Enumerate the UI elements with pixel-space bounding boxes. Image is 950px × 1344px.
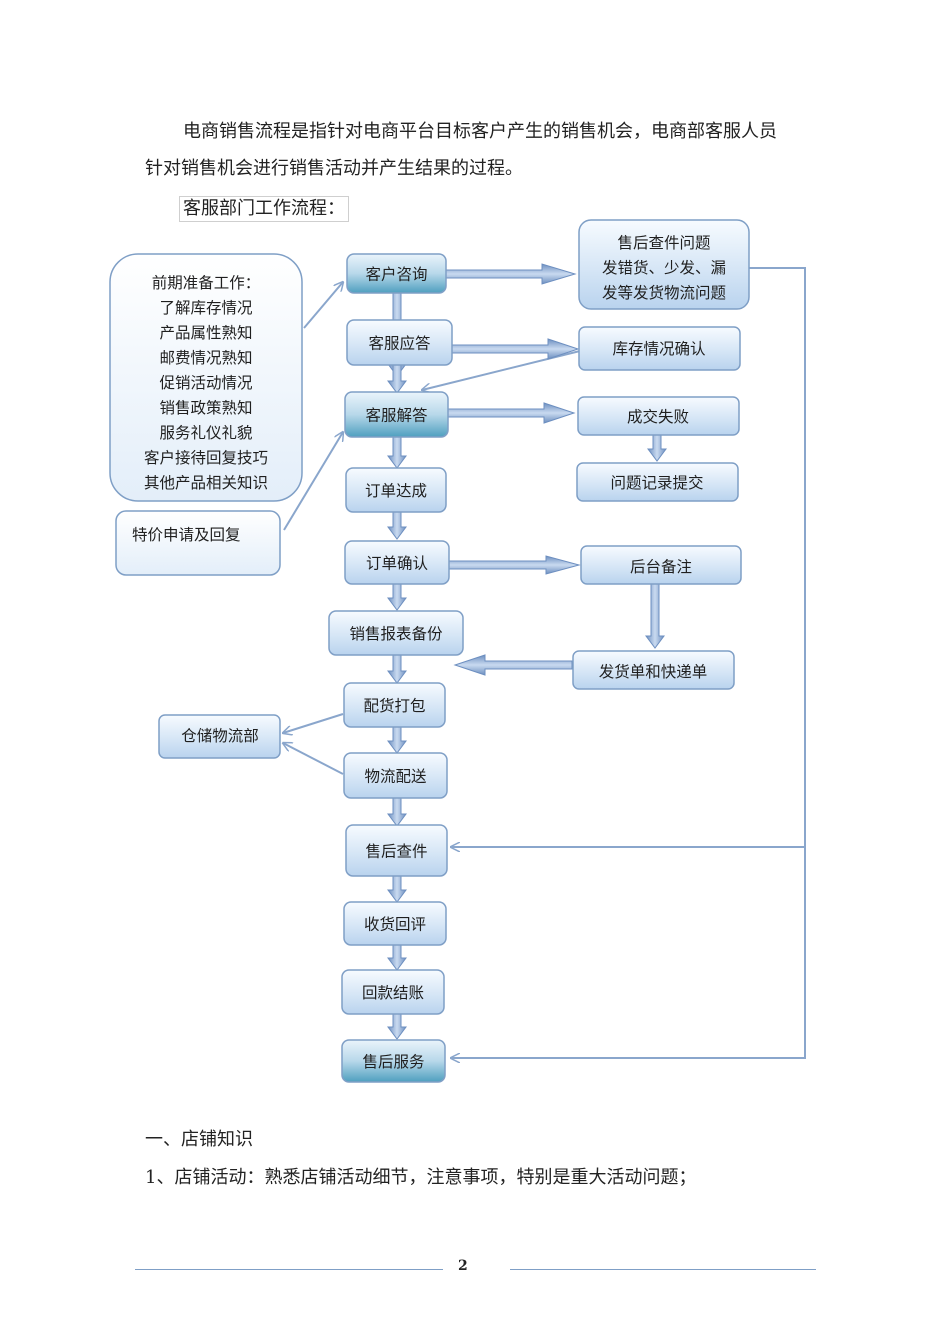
main-step-box: 物流配送 [343,752,448,799]
backend-note-label: 后台备注 [630,558,692,576]
thin-arrows [283,282,581,775]
main-step-label: 回款结账 [362,984,424,1002]
deal-failed-label: 成交失败 [627,408,689,426]
horizontal-arrows [445,263,581,676]
main-step-box: 售后服务 [341,1039,446,1083]
intro-line-1: 电商销售流程是指针对电商平台目标客户产生的销售机会，电商部客服人员 [183,121,777,142]
special-price-label: 特价申请及回复 [132,526,241,544]
prep-item: 促销活动情况 [159,374,252,392]
issue-record-box: 问题记录提交 [576,462,739,502]
main-step-box: 订单确认 [344,540,450,585]
special-price-box: 特价申请及回复 [115,510,281,576]
prep-item: 销售政策熟知 [159,399,252,417]
prep-item: 了解库存情况 [159,299,252,317]
intro-line-2: 针对销售机会进行销售活动并产生结果的过程。 [145,158,523,179]
prep-title: 前期准备工作： [152,274,261,292]
section-item-1: 1、店铺活动：熟悉店铺活动细节，注意事项，特别是重大活动问题； [145,1167,697,1188]
aftersale-issue-line: 发等发货物流问题 [602,284,726,302]
main-step-box: 收货回评 [343,901,447,946]
main-step-label: 收货回评 [364,916,426,934]
aftersale-issue-line: 售后查件问题 [617,234,710,252]
shipping-docs-box: 发货单和快递单 [572,650,735,690]
warehouse-box: 仓储物流部 [158,714,281,759]
stock-check-label: 库存情况确认 [612,340,705,358]
main-step-box: 配货打包 [343,682,446,728]
main-step-label: 订单达成 [365,482,427,500]
main-step-box: 订单达成 [345,467,447,513]
main-step-box: 售后查件 [345,824,448,877]
main-step-label: 销售报表备份 [349,625,443,643]
main-step-box: 销售报表备份 [328,610,464,656]
section-heading: 一、店铺知识 [145,1129,253,1150]
main-step-label: 客服应答 [368,334,431,353]
prep-work-box: 前期准备工作： 了解库存情况产品属性熟知邮费情况熟知促销活动情况销售政策熟知服务礼… [109,253,303,502]
flow-title: 客服部门工作流程： [179,196,349,222]
main-step-label: 客户咨询 [365,266,427,284]
prep-item: 产品属性熟知 [159,324,252,342]
workflow-diagram: 前期准备工作： 了解库存情况产品属性熟知邮费情况熟知促销活动情况销售政策熟知服务礼… [109,219,806,1083]
aftersale-issue-line: 发错货、少发、漏 [602,259,726,277]
feedback-connector [451,267,806,1058]
main-step-label: 售后服务 [362,1053,424,1071]
issue-record-label: 问题记录提交 [610,474,703,492]
main-step-box: 客服解答 [344,391,449,438]
footer-line-right [510,1269,816,1270]
prep-item: 服务礼仪礼貌 [159,424,252,442]
warehouse-label: 仓储物流部 [181,727,259,745]
main-step-box: 回款结账 [341,969,445,1015]
prep-item: 邮费情况熟知 [159,349,252,367]
prep-item: 客户接待回复技巧 [144,449,268,467]
deal-failed-box: 成交失败 [577,396,740,436]
stock-check-box: 库存情况确认 [578,326,741,371]
backend-note-box: 后台备注 [580,545,742,585]
main-step-label: 客服解答 [365,407,428,425]
shipping-docs-label: 发货单和快递单 [599,663,708,681]
page-number: 2 [458,1258,468,1274]
main-step-label: 配货打包 [363,697,425,715]
footer-line-left [135,1269,443,1270]
prep-item: 其他产品相关知识 [144,474,268,492]
main-step-label: 物流配送 [364,768,427,786]
main-step-label: 售后查件 [365,843,427,861]
main-step-box: 客户咨询 [346,253,447,294]
main-step-label: 订单确认 [366,555,428,573]
main-step-box: 客服应答 [346,319,453,366]
